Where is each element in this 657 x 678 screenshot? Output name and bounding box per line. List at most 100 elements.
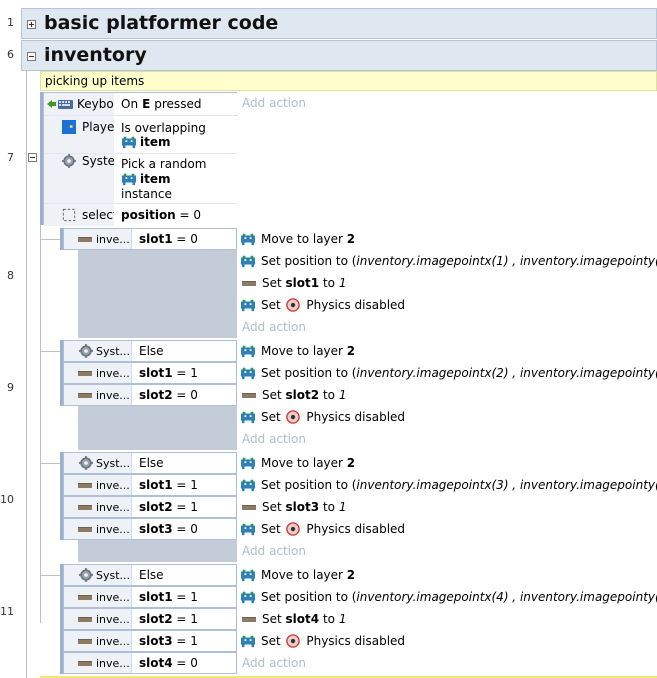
condition-row[interactable]: inve...slot1 = 0	[63, 228, 237, 250]
condition-row[interactable]: inve...slot1 = 1	[63, 474, 237, 496]
object-name: inve...	[96, 634, 130, 648]
condition-row[interactable]: inve...slot3 = 1	[63, 630, 237, 652]
item-sprite-icon	[122, 173, 136, 186]
add-action-button[interactable]: Add action	[242, 320, 306, 334]
action-row[interactable]: Move to layer 2	[237, 452, 657, 474]
condition-object: System	[44, 154, 114, 204]
collapse-icon[interactable]	[27, 52, 36, 61]
gear-icon	[62, 154, 76, 168]
condition-text: Else	[139, 456, 164, 470]
condition-object: inve...	[64, 653, 131, 673]
event-comment[interactable]: picking up items	[40, 71, 657, 91]
object-name: Keyboard	[77, 97, 114, 111]
condition-desc: On E pressed	[114, 93, 238, 115]
condition-object: inve...	[64, 475, 131, 495]
action-text: Move to layer	[261, 568, 347, 582]
condition-desc: position = 0	[114, 204, 238, 226]
action-row[interactable]: Set position to (inventory.imagepointx(1…	[237, 250, 657, 272]
condition-keyboard[interactable]: Keyboard On E pressed	[44, 93, 238, 115]
condition-row[interactable]: inve...slot4 = 0	[63, 652, 237, 674]
action-row[interactable]: Set position to (inventory.imagepointx(3…	[237, 474, 657, 496]
variable-name: slot2	[139, 388, 173, 402]
object-name: Syst...	[96, 456, 131, 470]
action-row[interactable]: Set slot1 to 1	[237, 272, 657, 294]
physics-behavior-icon	[285, 522, 300, 536]
action-row[interactable]: Set position to (inventory.imagepointx(4…	[237, 586, 657, 608]
gear-icon	[79, 568, 93, 582]
group-header-basic-platformer[interactable]: basic platformer code	[21, 8, 657, 39]
condition-object: Syst...	[64, 453, 131, 473]
condition-row[interactable]: inve...slot2 = 1	[63, 496, 237, 518]
tree-line	[40, 463, 60, 464]
condition-pick-random[interactable]: System Pick a random item instance	[44, 153, 238, 204]
action-text: to	[319, 276, 339, 290]
expand-icon[interactable]	[27, 20, 36, 29]
add-action-button[interactable]: Add action	[242, 544, 306, 558]
action-row[interactable]: Set Physics disabled	[237, 518, 657, 540]
add-action-button[interactable]: Add action	[242, 96, 306, 110]
condition-row[interactable]: Syst... Else	[63, 452, 237, 474]
action-row[interactable]: Set slot3 to 1	[237, 496, 657, 518]
object-name: inve...	[96, 656, 130, 670]
inventory-sprite-icon	[241, 635, 255, 648]
condition-object: selection	[44, 204, 114, 226]
condition-row[interactable]: inve...slot2 = 1	[63, 608, 237, 630]
action-text: Set	[261, 522, 285, 536]
action-text: Physics disabled	[302, 298, 406, 312]
condition-operator: = 0	[172, 656, 198, 670]
condition-desc: slot1 = 1	[131, 587, 236, 607]
object-name: inve...	[96, 478, 130, 492]
action-row[interactable]: Move to layer 2	[237, 340, 657, 362]
condition-row[interactable]: inve...slot1 = 1	[63, 586, 237, 608]
object-name: selection	[82, 208, 114, 222]
action-row[interactable]: Set Physics disabled	[237, 630, 657, 652]
variable-icon	[78, 594, 92, 600]
condition-row[interactable]: inve...slot2 = 0	[63, 384, 237, 406]
condition-operator: = 1	[172, 590, 198, 604]
condition-operator: = 1	[172, 634, 198, 648]
object-name: System	[82, 154, 114, 168]
action-row[interactable]: Set Physics disabled	[237, 406, 657, 428]
action-value: slot3	[285, 500, 320, 514]
inventory-sprite-icon	[241, 345, 255, 358]
condition-row[interactable]: inve... slot1 = 1	[63, 362, 237, 384]
condition-row[interactable]: inve...slot3 = 0	[63, 518, 237, 540]
action-expression: inventory.imagepointx(4) , inventory.ima…	[356, 590, 657, 604]
action-row[interactable]: Set slot2 to 1	[237, 384, 657, 406]
condition-operator: = 0	[172, 388, 198, 402]
variable-name: slot1	[139, 366, 173, 380]
action-text: Set	[261, 634, 285, 648]
condition-row[interactable]: Syst...Else	[63, 340, 237, 362]
condition-desc: slot1 = 1	[131, 475, 236, 495]
condition-desc: Else	[131, 341, 236, 361]
collapse-icon[interactable]	[28, 153, 37, 162]
event-7-conditions[interactable]: Keyboard On E pressed Player Is overlapp…	[43, 92, 238, 226]
condition-desc: slot2 = 1	[131, 609, 236, 629]
condition-operator: = 1	[172, 366, 198, 380]
condition-object: inve...	[64, 363, 131, 383]
gear-icon	[79, 344, 93, 358]
condition-desc: slot1 = 0	[131, 229, 236, 249]
action-row[interactable]: Move to layer 2	[237, 564, 657, 586]
condition-player-overlap[interactable]: Player Is overlapping item	[44, 115, 238, 154]
add-action-button[interactable]: Add action	[242, 656, 306, 670]
action-value: 2	[346, 344, 356, 358]
action-row[interactable]: Set position to (inventory.imagepointx(2…	[237, 362, 657, 384]
action-text: Set position to (	[261, 590, 357, 604]
condition-object: Keyboard	[44, 93, 114, 115]
condition-operator: = 1	[172, 478, 198, 492]
condition-operator: = 1	[172, 500, 198, 514]
action-row[interactable]: Set Physics disabled	[237, 294, 657, 316]
add-action-button[interactable]: Add action	[242, 432, 306, 446]
group-header-inventory[interactable]: inventory	[21, 40, 657, 71]
tree-line	[40, 575, 60, 576]
condition-selection[interactable]: selection position = 0	[44, 203, 238, 226]
variable-name: slot1	[139, 590, 173, 604]
condition-object: inve...	[64, 497, 131, 517]
object-name: inve...	[96, 590, 130, 604]
condition-row[interactable]: Syst...Else	[63, 564, 237, 586]
event-margin	[40, 92, 43, 225]
action-row[interactable]: Set slot4 to 1	[237, 608, 657, 630]
condition-text: Else	[139, 568, 164, 582]
action-row[interactable]: Move to layer 2	[237, 228, 657, 250]
